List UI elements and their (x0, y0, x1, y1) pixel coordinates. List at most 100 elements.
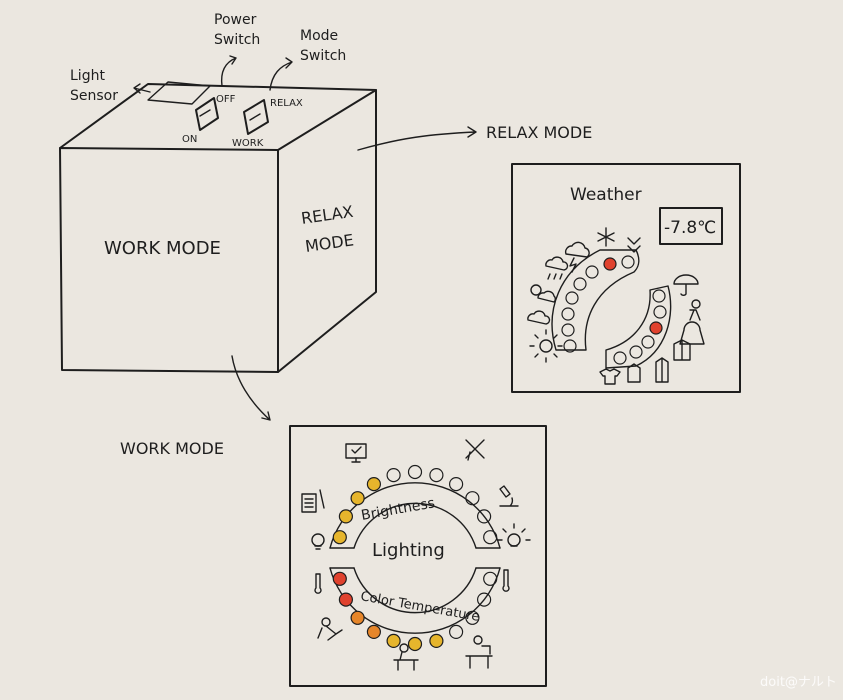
microscope-icon (499, 485, 519, 507)
work-mode-panel: Brightness Lighting Color Temperature (289, 425, 547, 687)
clothing-bead (649, 321, 663, 335)
mode-switch-label-1: Mode (300, 28, 338, 44)
person-at-computer-icon (465, 635, 493, 669)
power-switch-arrow (220, 55, 237, 87)
weather-bead (603, 257, 617, 271)
color-temperature-bead (483, 571, 498, 586)
clothing-bead (641, 335, 655, 349)
cloud-icon (527, 310, 551, 325)
weather-bead (573, 277, 587, 291)
weather-bead (561, 307, 575, 321)
brightness-bead (465, 491, 480, 506)
watermark: doit@ナルト (760, 675, 837, 690)
snowflake-icon (597, 227, 615, 247)
color-temperature-bead (386, 633, 401, 649)
side-face-label-1: RELAX (300, 202, 355, 228)
thermometer-hot-icon (502, 569, 510, 592)
clothing-bead (653, 305, 667, 319)
brightness-bead (338, 509, 353, 524)
tools-icon (465, 439, 485, 461)
brightness-bead (449, 477, 464, 492)
power-switch-label-1: Power (214, 12, 257, 28)
color-temperature-bead (429, 633, 444, 649)
weather-bead (565, 291, 579, 305)
mode-switch-relax: RELAX (270, 98, 303, 109)
monitor-icon (345, 443, 367, 463)
long-coat-icon (655, 357, 669, 383)
color-temperature-beads (332, 571, 498, 652)
temperature-box (659, 207, 723, 245)
side-face-label-2: MODE (304, 230, 355, 256)
coat-icon (673, 339, 691, 361)
power-switch-on: ON (182, 134, 197, 145)
color-temperature-bead (338, 592, 353, 607)
relax-mode-heading: RELAX MODE (486, 123, 592, 142)
brightness-bead (332, 530, 347, 545)
brightness-bead (483, 530, 498, 545)
color-temperature-bead (465, 610, 480, 625)
bright-bulb-icon (497, 523, 531, 547)
dim-bulb-icon (311, 533, 325, 550)
cube-top-face (59, 83, 377, 151)
brightness-bead (407, 464, 423, 480)
mode-switch-work: WORK (232, 138, 264, 149)
cube-side-face (277, 89, 377, 373)
weather-arc-outline (551, 249, 640, 351)
weather-bead (563, 339, 577, 353)
device-cube: Light Sensor OFF ON Power Switch RELAX W… (59, 12, 377, 373)
weather-title: Weather (570, 185, 642, 205)
weather-beads (561, 255, 635, 353)
jacket-icon (627, 363, 641, 383)
raincoat-person-icon (689, 299, 701, 321)
color-temperature-bead (449, 624, 464, 640)
light-sensor (147, 81, 211, 105)
power-switch-label-2: Switch (214, 32, 260, 48)
power-switch-off: OFF (216, 94, 236, 105)
temperature-value: -7.8℃ (664, 218, 716, 238)
mode-switch-label-2: Switch (300, 48, 346, 64)
brightness-beads (332, 464, 498, 545)
brightness-bead (366, 477, 381, 492)
light-sensor-label-2: Sensor (70, 88, 118, 104)
work-mode-heading: WORK MODE (120, 439, 224, 458)
hooded-jacket-icon (679, 321, 705, 345)
power-switch (195, 97, 219, 131)
color-temperature-bead (332, 571, 347, 586)
sun-cloud-icon (530, 284, 556, 303)
wind-icon (627, 237, 641, 253)
person-drawing-icon (317, 617, 343, 641)
clothing-bead (652, 289, 666, 303)
color-temperature-bead (477, 592, 492, 607)
clothing-beads (613, 289, 667, 365)
brightness-label: Brightness (360, 495, 436, 524)
work-panel-frame (289, 425, 547, 687)
cube-front-face (59, 147, 279, 373)
thermometer-cold-icon (314, 573, 322, 594)
umbrella-icon (673, 274, 699, 296)
rain-cloud-icon (545, 256, 569, 280)
arrow-to-work (231, 355, 271, 421)
color-temperature-bead (350, 610, 365, 625)
relax-panel-frame (511, 163, 741, 393)
clothing-bead (613, 351, 627, 365)
weather-bead (621, 255, 635, 269)
mode-switch (243, 99, 269, 135)
color-temperature-bead (366, 624, 381, 640)
front-face-label: WORK MODE (104, 238, 221, 259)
color-temperature-bead (407, 636, 423, 652)
person-at-desk-icon (393, 643, 419, 671)
clothing-bead (629, 345, 643, 359)
brightness-bead (477, 509, 492, 524)
brightness-arc-inner (353, 502, 477, 549)
lighting-label: Lighting (372, 540, 445, 561)
relax-mode-panel: Weather -7.8℃ (511, 163, 741, 393)
cloud-lightning-icon (564, 241, 590, 273)
weather-bead (561, 323, 575, 337)
mode-switch-arrow (269, 57, 293, 91)
weather-bead (585, 265, 599, 279)
color-temperature-label: Color Temperature (359, 589, 480, 625)
brightness-bead (386, 468, 401, 483)
brightness-bead (429, 468, 444, 483)
